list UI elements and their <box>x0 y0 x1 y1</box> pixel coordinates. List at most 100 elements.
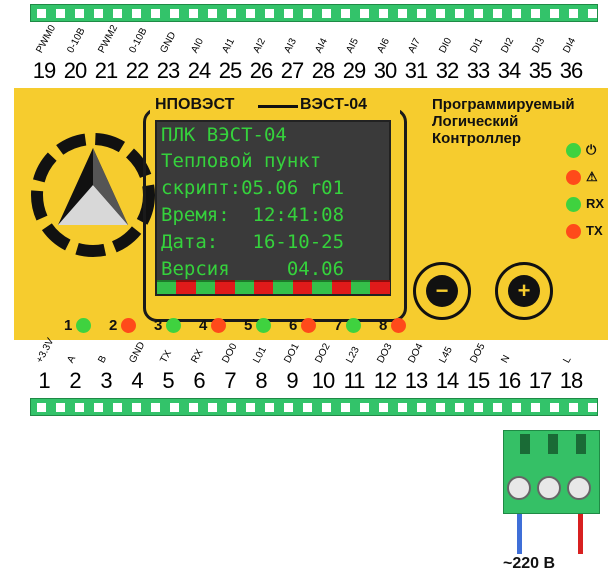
pin-label: 0-10В <box>127 26 150 55</box>
terminal-tooth <box>132 9 141 18</box>
neutral-wire <box>517 514 522 554</box>
pin-label: DO2 <box>313 341 333 365</box>
rx-label: RX <box>586 196 605 211</box>
increment-button[interactable]: + <box>495 262 553 320</box>
lcd-bar-segment <box>312 280 333 294</box>
terminal-tooth <box>189 403 198 412</box>
pin-label: DI1 <box>468 36 486 55</box>
brand-divider <box>258 105 298 108</box>
channel-led <box>391 318 406 333</box>
bottom-terminal-strip <box>30 398 598 416</box>
channel-led <box>166 318 181 333</box>
pin-label: DO4 <box>406 341 426 365</box>
terminal-tooth <box>208 403 217 412</box>
pin-number: 26 <box>249 58 273 83</box>
pin-label: DO3 <box>375 341 395 365</box>
live-wire <box>578 514 583 554</box>
pin-label: 0-10В <box>65 26 88 55</box>
pin-label: AI2 <box>251 36 269 55</box>
lcd-line-2: Тепловой пункт <box>161 150 322 172</box>
terminal-tooth <box>569 9 578 18</box>
pin-number: 16 <box>497 368 521 393</box>
lcd-bar-segment <box>273 280 294 294</box>
terminal-tooth <box>151 403 160 412</box>
pin-number: 23 <box>156 58 180 83</box>
pin-label: GND <box>127 340 148 365</box>
terminal-tooth <box>246 403 255 412</box>
pin-label: DI0 <box>437 36 455 55</box>
channel-led <box>346 318 361 333</box>
status-led <box>566 224 581 239</box>
terminal-tooth <box>417 403 426 412</box>
pin-label: B <box>96 353 110 365</box>
lcd-line-1: ПЛК ВЭСТ-04 <box>161 124 287 146</box>
pin-number: 31 <box>404 58 428 83</box>
pin-number: 7 <box>224 368 236 393</box>
lcd-bar-segment <box>254 280 274 294</box>
pin-label: DO5 <box>468 341 488 365</box>
status-led <box>566 197 581 212</box>
pin-number: 12 <box>373 368 397 393</box>
terminal-tooth <box>398 403 407 412</box>
pin-number: 6 <box>193 368 205 393</box>
pin-label: PWM2 <box>96 23 121 55</box>
channel-led <box>76 318 91 333</box>
title-line-3: Контроллер <box>432 130 522 147</box>
channel-number: 1 <box>64 317 73 334</box>
status-led <box>566 143 581 158</box>
terminal-screw-icon <box>507 476 531 500</box>
device-title: Программируемый Логический Контроллер <box>432 96 575 147</box>
pin-number: 24 <box>187 58 211 83</box>
voltage-label: ~220 В <box>503 555 556 572</box>
terminal-tooth <box>493 403 502 412</box>
terminal-tooth <box>227 9 236 18</box>
pin-number: 14 <box>435 368 459 393</box>
channel-number: 6 <box>289 317 298 334</box>
lcd-bar-segment <box>157 280 177 294</box>
pin-label: L01 <box>251 345 269 365</box>
terminal-tooth <box>550 403 559 412</box>
channel-led <box>211 318 226 333</box>
terminal-tooth <box>588 403 597 412</box>
channel-number: 7 <box>334 317 343 334</box>
channel-number: 4 <box>199 317 208 334</box>
pin-number: 27 <box>280 58 304 83</box>
pin-number: 18 <box>559 368 583 393</box>
pin-label: AI1 <box>220 36 238 55</box>
channel-number: 3 <box>154 317 163 334</box>
terminal-tooth <box>303 403 312 412</box>
lcd-line-4: Время: 12:41:08 <box>161 204 345 226</box>
terminal-tooth <box>227 403 236 412</box>
terminal-tooth <box>379 9 388 18</box>
terminal-tooth <box>569 403 578 412</box>
terminal-tooth <box>56 9 65 18</box>
terminal-tooth <box>512 403 521 412</box>
terminal-slot <box>520 434 530 454</box>
terminal-tooth <box>303 9 312 18</box>
channel-number: 2 <box>109 317 118 334</box>
terminal-tooth <box>75 9 84 18</box>
terminal-tooth <box>75 403 84 412</box>
terminal-tooth <box>94 403 103 412</box>
company-logo-icon <box>31 133 155 257</box>
plus-icon: + <box>508 275 540 307</box>
channel-number: 8 <box>379 317 388 334</box>
terminal-tooth <box>246 9 255 18</box>
terminal-tooth <box>455 9 464 18</box>
terminal-tooth <box>360 9 369 18</box>
pin-number: 17 <box>528 368 552 393</box>
pin-number: 35 <box>528 58 552 83</box>
pin-number: 3 <box>100 368 112 393</box>
terminal-tooth <box>113 9 122 18</box>
lcd-bar-segment <box>176 280 197 294</box>
terminal-slot <box>548 434 558 454</box>
pin-number: 8 <box>255 368 267 393</box>
pin-number: 34 <box>497 58 521 83</box>
terminal-tooth <box>94 9 103 18</box>
channel-number: 5 <box>244 317 253 334</box>
decrement-button[interactable]: − <box>413 262 471 320</box>
pin-number: 33 <box>466 58 490 83</box>
pin-number: 9 <box>286 368 298 393</box>
pin-number: 11 <box>343 368 366 393</box>
pin-number: 4 <box>131 368 143 393</box>
